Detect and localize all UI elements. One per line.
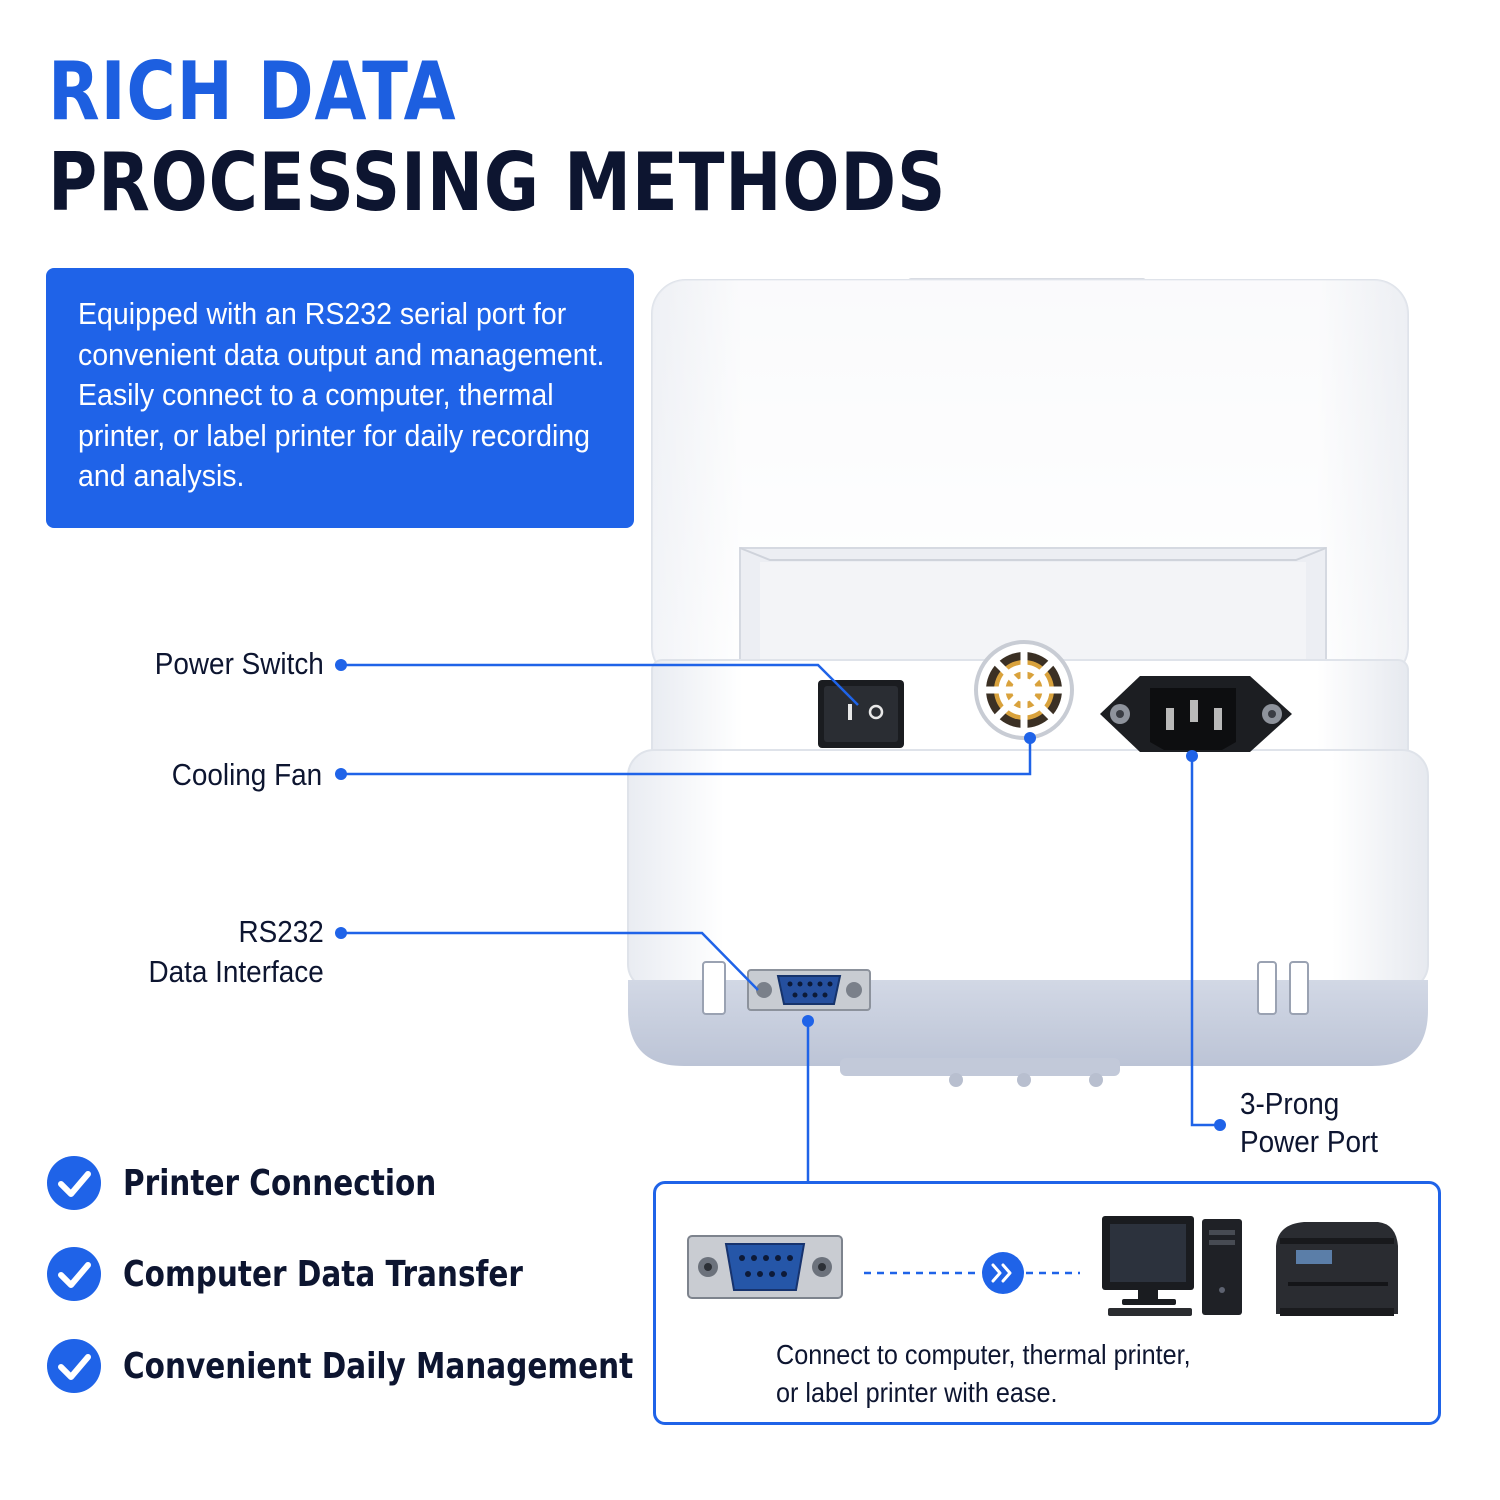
leader-power-switch xyxy=(341,663,859,706)
connection-caption-line-1: Connect to computer, thermal printer, xyxy=(776,1339,1191,1370)
check-circle-icon xyxy=(47,1339,101,1393)
connection-diagram xyxy=(687,1216,1398,1316)
callout-power-switch: Power Switch xyxy=(154,646,324,681)
callout-power-port-title: 3-Prong xyxy=(1240,1086,1340,1121)
leader-cooling-fan xyxy=(341,738,1032,776)
power-inlet xyxy=(1100,676,1292,752)
feature-item: Convenient Daily Management xyxy=(46,1338,646,1396)
intro-panel: Equipped with an RS232 serial port for c… xyxy=(46,268,634,528)
feature-label: Printer Connection xyxy=(123,1163,437,1204)
power-switch xyxy=(818,680,904,748)
feature-item: Computer Data Transfer xyxy=(46,1246,646,1304)
check-circle-icon xyxy=(47,1247,101,1301)
connection-panel: Connect to computer, thermal printer, or… xyxy=(653,1181,1441,1425)
headline-line-1: RICH DATA xyxy=(48,45,457,138)
connection-caption: Connect to computer, thermal printer, or… xyxy=(776,1336,1191,1412)
db9-connector-icon xyxy=(687,1235,843,1299)
leader-rs232 xyxy=(341,931,759,991)
callout-cooling-fan: Cooling Fan xyxy=(171,757,322,792)
headline-line-2: PROCESSING METHODS xyxy=(48,136,947,229)
double-chevron-right-icon xyxy=(982,1252,1024,1294)
device-lower-body xyxy=(627,749,1429,991)
check-circle-icon xyxy=(47,1156,101,1210)
connection-caption-line-2: or label printer with ease. xyxy=(776,1377,1058,1408)
rs232-port xyxy=(747,969,871,1011)
intro-text: Equipped with an RS232 serial port for c… xyxy=(78,296,605,493)
feature-label: Convenient Daily Management xyxy=(123,1346,634,1387)
callout-rs232-title: RS232 xyxy=(238,914,324,949)
desktop-computer-icon xyxy=(1102,1216,1242,1316)
feature-item: Printer Connection xyxy=(46,1155,646,1213)
cooling-fan xyxy=(974,640,1074,740)
callout-power-port-subtitle: Power Port xyxy=(1240,1124,1379,1159)
callout-rs232-subtitle: Data Interface xyxy=(148,954,324,989)
feature-label: Computer Data Transfer xyxy=(123,1254,523,1295)
leader-power-port xyxy=(1190,756,1218,1127)
thermal-printer-icon xyxy=(1276,1222,1398,1316)
